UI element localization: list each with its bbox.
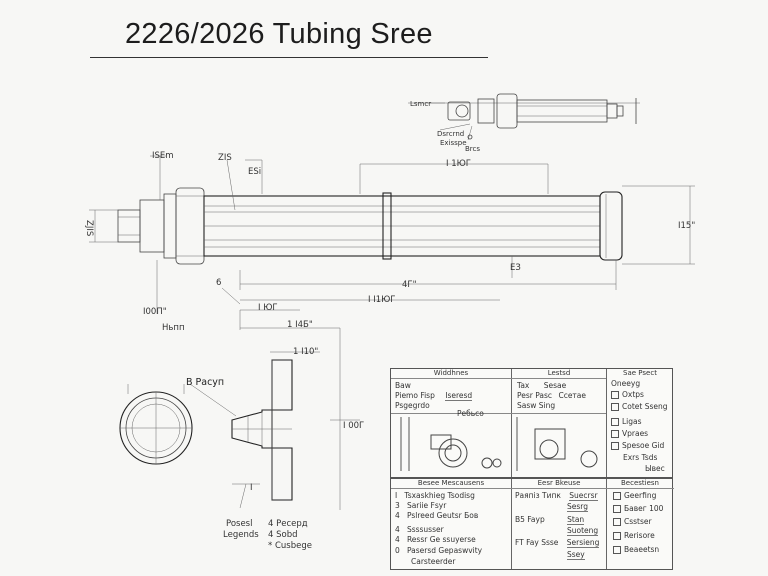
- table-bottom-mid-row: Раяпіз Типк Suecrsr: [515, 491, 598, 501]
- table-bottom-right-row: Бавег 100: [613, 504, 663, 513]
- table-bottom-right-row: Сsstser: [613, 517, 652, 526]
- table-top-right-row: Vpraes: [611, 429, 648, 438]
- table-top-right-row: Cotet Sseng: [611, 402, 668, 411]
- table-top-right-row: Oneeyg: [611, 379, 641, 388]
- dim-right-height: I15": [678, 221, 695, 231]
- table-top-right-row: Ывес: [645, 464, 665, 473]
- table-bottom-left-row: 0 Pasersd Gepaswvity: [395, 546, 483, 555]
- dim-left-lower-2: Ньпп: [162, 323, 185, 333]
- table-bottom-mid-row: Sesrg: [567, 502, 588, 512]
- table-bottom-left-row: 4 Ressr Ge ssuyerse: [395, 535, 476, 544]
- dim-span-b: 1 I4Б": [287, 320, 313, 330]
- table-top-header-1: Widdhnes: [433, 369, 469, 377]
- table-top-mid-row: Sasw Sing: [517, 401, 556, 410]
- dim-mid-mark: ЕЗ: [510, 263, 521, 273]
- table-top-left-row: Ваw: [395, 381, 411, 390]
- legend-left-1: Posesl: [226, 519, 252, 529]
- table-bottom-right-row: Rerisore: [613, 531, 655, 540]
- dim-span-a: I ЮГ: [258, 303, 278, 313]
- top-detail-label-b: Dsrcrnd: [437, 130, 464, 138]
- table-bottom-header-3: Becestiesn: [621, 479, 659, 487]
- table-top-left-row: Psgegrdo: [395, 401, 430, 410]
- table-top-right-row: Spesoe Gid: [611, 441, 664, 450]
- spec-table-top: Widdhnes Lestsd Sae Psect Ваw Piemo Fisp…: [390, 368, 673, 478]
- section-view: [119, 309, 360, 510]
- top-detail-label-c: Exisspe: [440, 139, 467, 147]
- top-detail-label-a: Lsmcr: [410, 100, 431, 108]
- table-bottom-mid-row: Ssey: [567, 550, 585, 560]
- table-sketch-mid: [516, 417, 598, 471]
- dim-left-lower: I00П": [143, 307, 167, 317]
- drawing-title: 2226/2026 Tubing Sree: [125, 18, 433, 50]
- legend-right-3: * Cusbege: [268, 541, 312, 551]
- legend-right-2: 4 Sobd: [268, 530, 298, 540]
- table-top-left-row: Piemo Fisp Iseresd: [395, 391, 473, 401]
- dim-span-c: 1 I10": [293, 347, 318, 357]
- table-bottom-mid-row: Suoteng: [567, 526, 599, 536]
- table-bottom-left-row: 4 Pslreed Geutsr Бов: [395, 511, 479, 520]
- table-bottom-header-2: Eesr Bkeuse: [537, 479, 581, 487]
- title-underline: [90, 57, 488, 58]
- table-sketch-left: [400, 417, 502, 471]
- legend-right-1: 4 Ресерд: [268, 519, 308, 529]
- table-top-header-3: Sae Psect: [623, 369, 657, 377]
- table-bottom-header-1: Besee Mescausens: [417, 479, 485, 487]
- top-detail-label-d: Brcs: [465, 145, 480, 153]
- table-top-left-sub: Ребьсо: [457, 409, 484, 418]
- dim-b-mark: 6: [216, 278, 221, 288]
- spec-table-bottom: Besee Mescausens Eesr Bkeuse Becestiesn …: [390, 478, 674, 570]
- table-bottom-right-row: Geerfing: [613, 491, 656, 500]
- dim-overall-length: 4Г": [402, 280, 417, 290]
- table-top-mid-row: Tax Sesae: [517, 381, 567, 390]
- dim-vertical: I 00Г: [343, 421, 364, 431]
- legend-left-2: Legends: [223, 530, 259, 540]
- table-top-right-row: Exrs Tsds: [623, 453, 658, 462]
- table-top-header-2: Lestsd: [547, 369, 571, 377]
- table-bottom-left-row: 3 Sariie Fsyr: [395, 501, 447, 510]
- note-mark: I: [250, 483, 253, 493]
- main-dimension-lines: [89, 155, 695, 314]
- dim-top-left-c: ESi: [248, 167, 261, 177]
- table-top-right-row: Oxtps: [611, 390, 644, 399]
- table-top-right-row: Ligas: [611, 417, 642, 426]
- dim-main-span: I 1ЮГ: [446, 159, 471, 169]
- table-bottom-right-row: Beaeetsn: [613, 545, 659, 554]
- callout-label: B Расуп: [186, 377, 224, 388]
- table-bottom-left-row: I Tsxaskhieg Tsodisg: [395, 491, 475, 500]
- table-bottom-mid-row: FT Fay Ssse Sersieng: [515, 538, 600, 548]
- dim-span-d: I I1ЮГ: [368, 295, 395, 305]
- table-bottom-left-row: 4 Ssssusser: [395, 525, 444, 534]
- main-tube-assembly: [117, 187, 623, 265]
- dim-top-left-b: ZIS: [218, 153, 232, 163]
- table-top-mid-row: Pesr Pasc Ссетае: [517, 391, 587, 400]
- dim-top-left-a: ISEm: [152, 151, 174, 161]
- top-detail-assembly: [408, 93, 640, 141]
- table-bottom-left-row: Carsteerder: [411, 557, 456, 566]
- table-bottom-mid-row: B5 Fayp Stan: [515, 515, 585, 525]
- dim-left-height: ZJIS: [84, 220, 94, 236]
